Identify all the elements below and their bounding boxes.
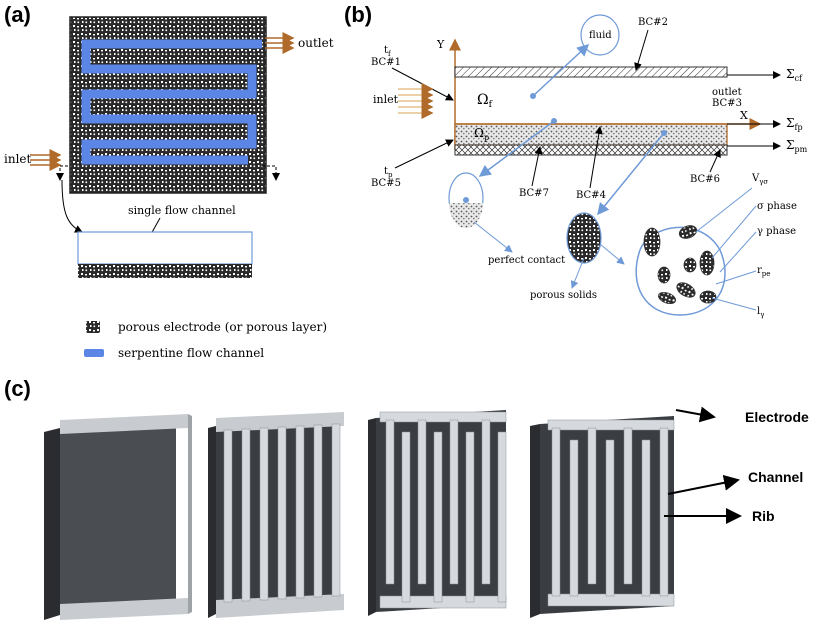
omega-f-label: Ωf bbox=[477, 92, 493, 110]
r-pe-label: rpe bbox=[757, 265, 770, 278]
single-channel-box bbox=[77, 231, 253, 265]
porous-solids-label: porous solids bbox=[530, 290, 597, 301]
porous-bubble bbox=[566, 212, 602, 264]
single-channel-porous bbox=[78, 264, 252, 278]
bc4-label: BC#4 bbox=[576, 190, 606, 201]
left-dashed-indicator bbox=[56, 165, 68, 181]
inlet-b-arrows bbox=[398, 83, 434, 119]
tf-label: tf bbox=[384, 45, 392, 58]
gamma-phase-label: γ phase bbox=[757, 226, 796, 237]
bc2-label: BC#2 bbox=[638, 17, 668, 28]
y-axis-label: Y bbox=[436, 38, 445, 51]
panel-c: Electrode Channel Rib bbox=[44, 406, 809, 620]
bc7-label: BC#7 bbox=[519, 188, 549, 199]
phase-boundary bbox=[635, 226, 726, 316]
section-curve-arrow bbox=[61, 179, 83, 233]
inlet-b-label: inlet bbox=[373, 93, 399, 106]
porous-pointer bbox=[597, 132, 665, 216]
plate-interdigitated bbox=[368, 410, 507, 616]
inlet-arrows bbox=[30, 149, 62, 171]
fluid-pointer bbox=[532, 43, 590, 97]
bc6-label: BC#6 bbox=[690, 174, 720, 185]
x-axis-label: X bbox=[740, 109, 748, 122]
bc2-pointer bbox=[634, 29, 649, 71]
contact-pointer bbox=[478, 120, 555, 177]
electrode-label: Electrode bbox=[745, 409, 809, 425]
legend-porous-label: porous electrode (or porous layer) bbox=[118, 320, 327, 334]
plate-plain bbox=[44, 414, 192, 620]
channel-pointer bbox=[667, 474, 740, 495]
omega-p-label: Ωp bbox=[474, 126, 489, 142]
bc4-pointer bbox=[589, 126, 603, 189]
rib-label: Rib bbox=[752, 508, 775, 524]
bottom-wall bbox=[454, 144, 728, 156]
panel-a: outlet inlet single flow channel porous … bbox=[4, 16, 334, 360]
perfect-contact-label: perfect contact bbox=[488, 255, 565, 266]
porous-layer bbox=[454, 123, 728, 146]
perfect-contact-pointer bbox=[473, 221, 513, 253]
legend-channel-swatch bbox=[84, 349, 104, 357]
sigma-phase-particles bbox=[643, 225, 717, 305]
l-g-label: lγ bbox=[757, 306, 764, 319]
bc5-pointer bbox=[394, 139, 454, 169]
channel-label: Channel bbox=[748, 469, 803, 485]
outlet-arrows bbox=[265, 32, 295, 54]
bc7-pointer bbox=[531, 146, 543, 187]
bc3-label: BC#3 bbox=[712, 98, 742, 109]
top-wall bbox=[454, 66, 728, 78]
plate-parallel bbox=[208, 412, 344, 618]
bc1-label: BC#1 bbox=[371, 57, 401, 68]
fluid-label: fluid bbox=[589, 30, 612, 41]
l-g-pointer bbox=[711, 297, 757, 311]
porous-to-detail bbox=[599, 243, 625, 265]
contact-porous bbox=[449, 203, 483, 228]
inlet-label: inlet bbox=[4, 152, 32, 166]
porous-solids-pointer bbox=[570, 257, 585, 289]
contact-dot bbox=[463, 197, 469, 203]
outlet-b-label: outlet bbox=[712, 87, 742, 98]
single-channel-label: single flow channel bbox=[128, 204, 236, 217]
panel-c-label: (c) bbox=[4, 376, 31, 401]
tp-label: tp bbox=[384, 166, 393, 179]
electrode-pointer bbox=[675, 406, 716, 423]
sigma-fp-label: Σfp bbox=[786, 116, 803, 132]
sigma-pm-label: Σpm bbox=[786, 138, 808, 154]
panel-b: Y Σcf X Σfp Σpm Ωf Ωp BC#2 tf BC#1 outle… bbox=[371, 14, 808, 319]
outlet-label: outlet bbox=[298, 36, 334, 50]
sigma-cf-label: Σcf bbox=[786, 67, 803, 83]
legend-channel-label: serpentine flow channel bbox=[118, 346, 264, 360]
panel-a-label: (a) bbox=[4, 2, 31, 27]
gamma-phase-pointer bbox=[719, 231, 757, 273]
bc6-pointer bbox=[709, 149, 721, 173]
r-pe-pointer bbox=[715, 270, 757, 285]
bc5-label: BC#5 bbox=[371, 178, 401, 189]
plate-serpentine bbox=[530, 416, 675, 618]
sigma-phase-label: σ phase bbox=[757, 201, 797, 212]
legend-porous-swatch bbox=[86, 321, 100, 333]
v-gs-pointer bbox=[695, 187, 753, 233]
sigma-phase-pointer bbox=[711, 205, 757, 259]
v-gs-label: Vγσ bbox=[751, 173, 768, 186]
panel-b-label: (b) bbox=[344, 2, 373, 27]
fluid-bubble bbox=[580, 14, 620, 56]
serpentine-channel bbox=[81, 39, 262, 165]
